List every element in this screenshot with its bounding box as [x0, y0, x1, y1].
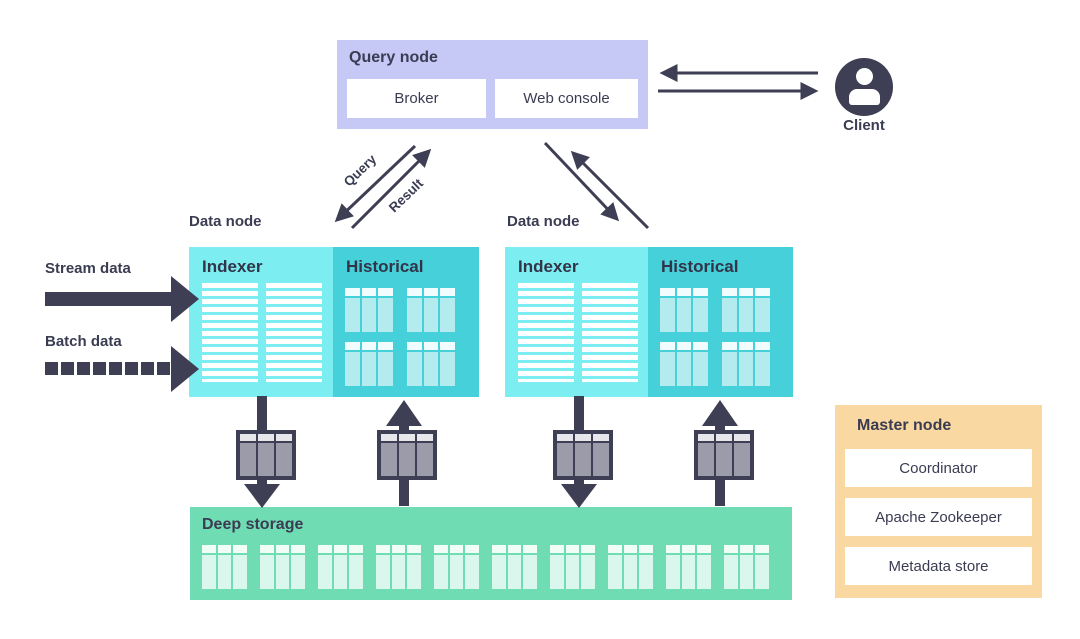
- broker-box: Broker: [347, 79, 486, 118]
- datanode2-to-query-arrow: [570, 150, 650, 230]
- broker-label: Broker: [394, 90, 439, 107]
- web-console-box: Web console: [495, 79, 638, 118]
- batch-data-label: Batch data: [45, 333, 122, 350]
- log-list-icon: [518, 283, 574, 382]
- data-node-2-box: Indexer Historical: [505, 247, 793, 397]
- historical-label: Historical: [661, 257, 739, 276]
- indexer-section: Indexer: [189, 247, 333, 397]
- deep-storage-box: Deep storage: [190, 507, 792, 600]
- segment-table-icon: [202, 545, 247, 589]
- zookeeper-label: Apache Zookeeper: [875, 508, 1002, 526]
- down-arrow-head: [561, 484, 597, 508]
- person-head-shape: [856, 68, 873, 85]
- segment-table-icon: [722, 288, 770, 332]
- segment-table-icon: [434, 545, 479, 589]
- segment-table-icon: [724, 545, 769, 589]
- segment-table-icon: [550, 545, 595, 589]
- log-list-icon: [202, 283, 258, 382]
- segment-table-icon: [345, 288, 393, 332]
- result-edge-label: Result: [385, 175, 427, 216]
- historical-section: Historical: [648, 247, 793, 397]
- data-node-1-box: Indexer Historical: [189, 247, 479, 397]
- log-list-icon: [582, 283, 638, 382]
- person-body-shape: [849, 89, 880, 105]
- stream-arrow-shaft: [45, 292, 171, 306]
- segment-table-icon: [608, 545, 653, 589]
- segment-transfer-icon: [377, 430, 437, 480]
- client-label: Client: [843, 117, 885, 134]
- segment-transfer-icon: [553, 430, 613, 480]
- data-node-2-title: Data node: [507, 213, 580, 230]
- metadata-store-box: Metadata store: [845, 547, 1032, 585]
- zookeeper-box: Apache Zookeeper: [845, 498, 1032, 536]
- data-node-1-title: Data node: [189, 213, 262, 230]
- segment-transfer-icon: [236, 430, 296, 480]
- client-person-icon: [835, 58, 893, 116]
- coordinator-label: Coordinator: [899, 459, 978, 477]
- segment-table-icon: [722, 342, 770, 386]
- deep-storage-title: Deep storage: [202, 516, 304, 533]
- segment-table-icon: [407, 342, 455, 386]
- indexer-label: Indexer: [202, 257, 263, 276]
- query-node-title: Query node: [349, 49, 438, 66]
- up-arrow-head: [386, 400, 422, 426]
- coordinator-box: Coordinator: [845, 449, 1032, 487]
- up-arrow-head: [702, 400, 738, 426]
- segment-table-icon: [318, 545, 363, 589]
- master-node-title: Master node: [857, 417, 952, 434]
- segment-table-icon: [492, 545, 537, 589]
- query-node-box: Query node Broker Web console: [337, 40, 648, 129]
- segment-table-icon: [260, 545, 305, 589]
- web-console-label: Web console: [523, 90, 610, 107]
- segment-table-icon: [376, 545, 421, 589]
- batch-arrow-dashes: [45, 362, 170, 375]
- metadata-store-label: Metadata store: [888, 557, 989, 575]
- down-arrow-head: [244, 484, 280, 508]
- segment-table-icon: [660, 342, 708, 386]
- segment-transfer-icon: [694, 430, 754, 480]
- indexer-label: Indexer: [518, 257, 579, 276]
- historical-section: Historical: [333, 247, 479, 397]
- segment-table-icon: [660, 288, 708, 332]
- master-node-box: Master node Coordinator Apache Zookeeper…: [835, 405, 1042, 598]
- stream-data-label: Stream data: [45, 260, 131, 277]
- segment-table-icon: [345, 342, 393, 386]
- segment-table-icon: [407, 288, 455, 332]
- log-list-icon: [266, 283, 322, 382]
- query-edge-label: Query: [340, 151, 380, 190]
- historical-label: Historical: [346, 257, 424, 276]
- query-to-datanode2-arrow: [543, 141, 620, 222]
- indexer-section: Indexer: [505, 247, 648, 397]
- deep-storage-segments: [202, 545, 769, 589]
- segment-table-icon: [666, 545, 711, 589]
